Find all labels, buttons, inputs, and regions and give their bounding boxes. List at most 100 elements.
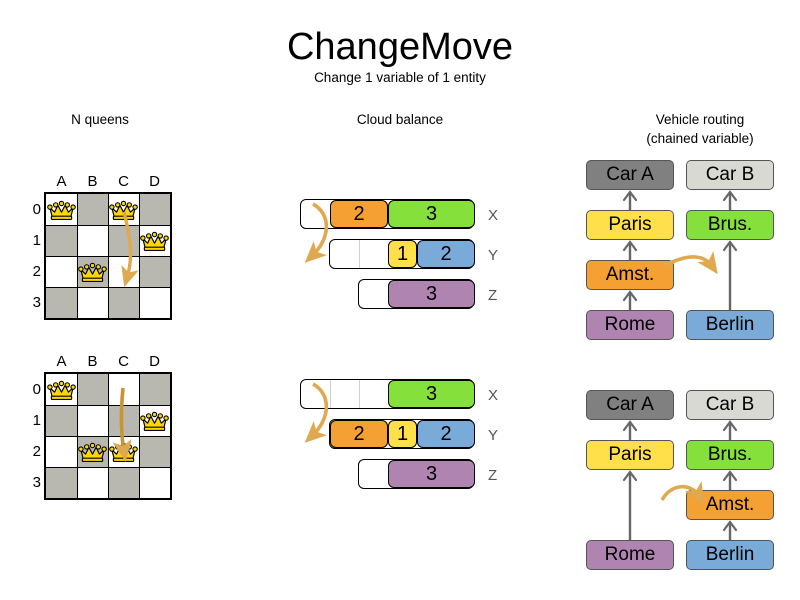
board-cell[interactable] [139,467,170,498]
cloud-process-segment[interactable]: 3 [388,280,475,308]
cloud-process-segment[interactable]: 2 [330,200,388,228]
queen-piece[interactable] [109,440,138,464]
board-cell[interactable] [139,374,170,405]
cloud-computer-label: Z [488,467,498,484]
board-col-label-a: A [56,353,67,370]
section-title-vehicle-routing: Vehicle routing (chained variable) [600,110,800,148]
customer-node[interactable]: Brus. [686,210,774,240]
board-cell[interactable] [46,405,77,436]
board-cell[interactable] [77,287,108,318]
board-cell[interactable] [139,194,170,225]
page-subtitle: Change 1 variable of 1 entity [314,70,486,85]
vrp-title-line1: Vehicle routing [655,112,745,127]
board-col-label-d: D [149,173,160,190]
customer-node[interactable]: Rome [586,540,674,570]
board-cell[interactable] [46,256,77,287]
cloud-process-segment[interactable]: 1 [388,240,417,268]
cloud-empty-divider [359,240,360,268]
board-cell[interactable] [46,436,77,467]
customer-node[interactable]: Amst. [686,490,774,520]
board-cell[interactable] [139,436,170,467]
customer-node[interactable]: Brus. [686,440,774,470]
board-cell[interactable] [108,225,139,256]
board-col-label-b: B [87,353,98,370]
board-cell[interactable] [108,467,139,498]
cloud-computer-bar[interactable]: 3 [300,379,475,409]
board-cell[interactable] [108,287,139,318]
cloud-process-segment[interactable]: 3 [388,460,475,488]
board-gridline [46,256,170,257]
queen-piece[interactable] [47,378,76,402]
vehicle-node[interactable]: Car A [586,390,674,420]
board-col-label-a: A [56,173,67,190]
board-cell[interactable] [108,405,139,436]
cloud-process-segment[interactable]: 2 [417,240,475,268]
cloud-computer-label: X [488,207,499,224]
board-col-label-c: C [118,353,129,370]
section-title-n-queens: N queens [71,112,129,127]
board-cell[interactable] [139,287,170,318]
cloud-process-segment[interactable]: 2 [417,420,475,448]
board-cell[interactable] [77,467,108,498]
board-row-label-0: 0 [32,201,41,218]
board-gridline [46,467,170,468]
board-cell[interactable] [108,374,139,405]
board-row-label-0: 0 [32,381,41,398]
chain-link-arrow [622,190,638,210]
board-cell[interactable] [46,467,77,498]
customer-node[interactable]: Paris [586,210,674,240]
board-col-label-c: C [118,173,129,190]
queen-piece[interactable] [140,409,169,433]
queen-piece[interactable] [78,440,107,464]
customer-node[interactable]: Rome [586,310,674,340]
board-gridline [46,436,170,437]
board-row-label-2: 2 [32,443,41,460]
chain-link-arrow [722,190,738,210]
queen-piece[interactable] [78,260,107,284]
cloud-process-segment[interactable]: 1 [388,420,417,448]
board-cell[interactable] [46,225,77,256]
board-cell[interactable] [77,225,108,256]
cloud-computer-label: Z [488,287,498,304]
chain-link-arrow [722,240,738,310]
board-cell[interactable] [77,374,108,405]
board-col-label-d: D [149,353,160,370]
board-cell[interactable] [77,405,108,436]
board-gridline [139,374,140,498]
customer-node[interactable]: Paris [586,440,674,470]
cloud-computer-bar[interactable]: 3 [358,279,475,309]
vehicle-node[interactable]: Car B [686,160,774,190]
cloud-process-segment[interactable]: 3 [388,380,475,408]
cloud-computer-label: Y [488,247,499,264]
chain-link-arrow [722,470,738,490]
vehicle-node[interactable]: Car B [686,390,774,420]
customer-node[interactable]: Berlin [686,540,774,570]
board-row-label-3: 3 [32,294,41,311]
chain-link-arrow [622,240,638,260]
board-cell[interactable] [108,256,139,287]
board-row-label-1: 1 [32,232,41,249]
queen-piece[interactable] [140,229,169,253]
cloud-empty-divider [359,380,360,408]
board-row-label-1: 1 [32,412,41,429]
queen-piece[interactable] [47,198,76,222]
vehicle-node[interactable]: Car A [586,160,674,190]
queen-piece[interactable] [109,198,138,222]
customer-node[interactable]: Berlin [686,310,774,340]
chain-link-arrow [722,520,738,540]
board-cell[interactable] [77,194,108,225]
cloud-computer-bar[interactable]: 3 [358,459,475,489]
customer-node[interactable]: Amst. [586,260,674,290]
board-col-label-b: B [87,173,98,190]
board-cell[interactable] [46,287,77,318]
cloud-process-segment[interactable]: 2 [330,420,388,448]
cloud-process-segment[interactable]: 3 [388,200,475,228]
cloud-computer-label: X [488,387,499,404]
cloud-empty-divider [330,380,331,408]
chain-link-arrow [622,290,638,310]
board-cell[interactable] [139,256,170,287]
